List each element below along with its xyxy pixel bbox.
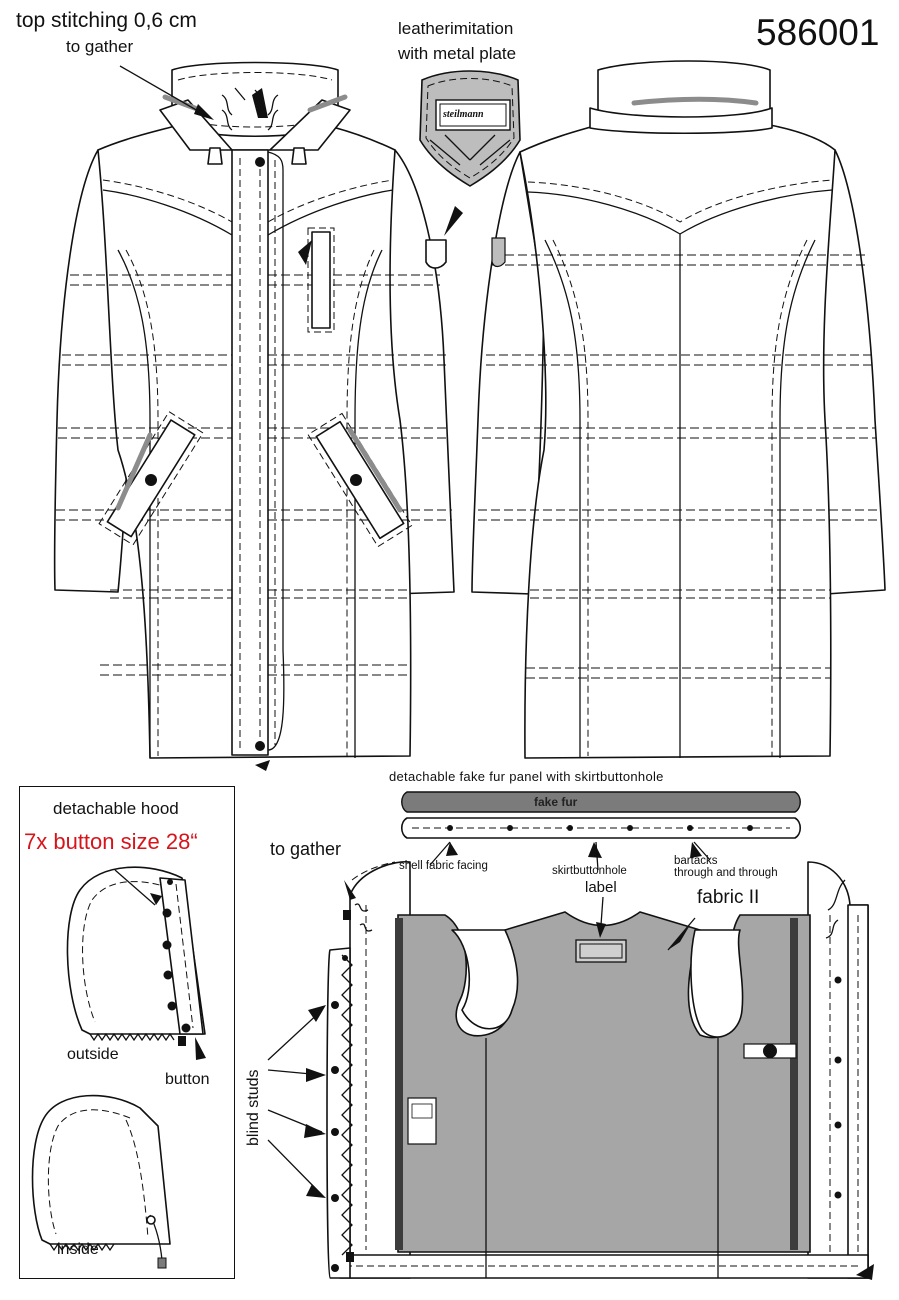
hood-detail-box <box>19 786 235 1279</box>
bartacks-label-line2: through and through <box>674 867 778 879</box>
to-gather-collar-label: to gather <box>66 37 134 56</box>
shell-fabric-facing-label: shell fabric facing <box>399 860 488 872</box>
outside-label: outside <box>67 1046 119 1063</box>
to-gather-label: to gather <box>270 839 342 859</box>
fabric-2-label: fabric II <box>697 887 760 908</box>
bartacks-label-line1: bartacks <box>674 855 718 867</box>
panel-title: detachable fake fur panel with skirtbutt… <box>389 769 664 784</box>
front-view <box>53 61 455 771</box>
leather-label-line2: with metal plate <box>398 44 517 63</box>
inside-label: inside <box>57 1241 99 1258</box>
leather-label-line1: leatherimitation <box>398 19 514 38</box>
lining-view <box>267 860 874 1280</box>
callout-arrows <box>119 65 214 120</box>
button-label: button <box>165 1071 210 1088</box>
back-view <box>471 60 886 759</box>
leather-badge-detail <box>419 70 521 236</box>
blind-studs-label: blind studs <box>245 1069 262 1147</box>
fake-fur-label: fake fur <box>534 795 578 809</box>
top-stitching-label: top stitching 0,6 cm <box>16 9 197 32</box>
fake-fur-panel <box>400 791 802 871</box>
button-spec-label: 7x button size 28“ <box>24 829 198 854</box>
label-callout: label <box>585 879 617 896</box>
brand-plate-text: steilmann <box>443 109 484 120</box>
detachable-hood-label: detachable hood <box>53 799 179 818</box>
skirtbuttonhole-label: skirtbuttonhole <box>552 865 627 877</box>
hood-detail <box>31 866 206 1269</box>
style-number: 586001 <box>756 12 880 53</box>
